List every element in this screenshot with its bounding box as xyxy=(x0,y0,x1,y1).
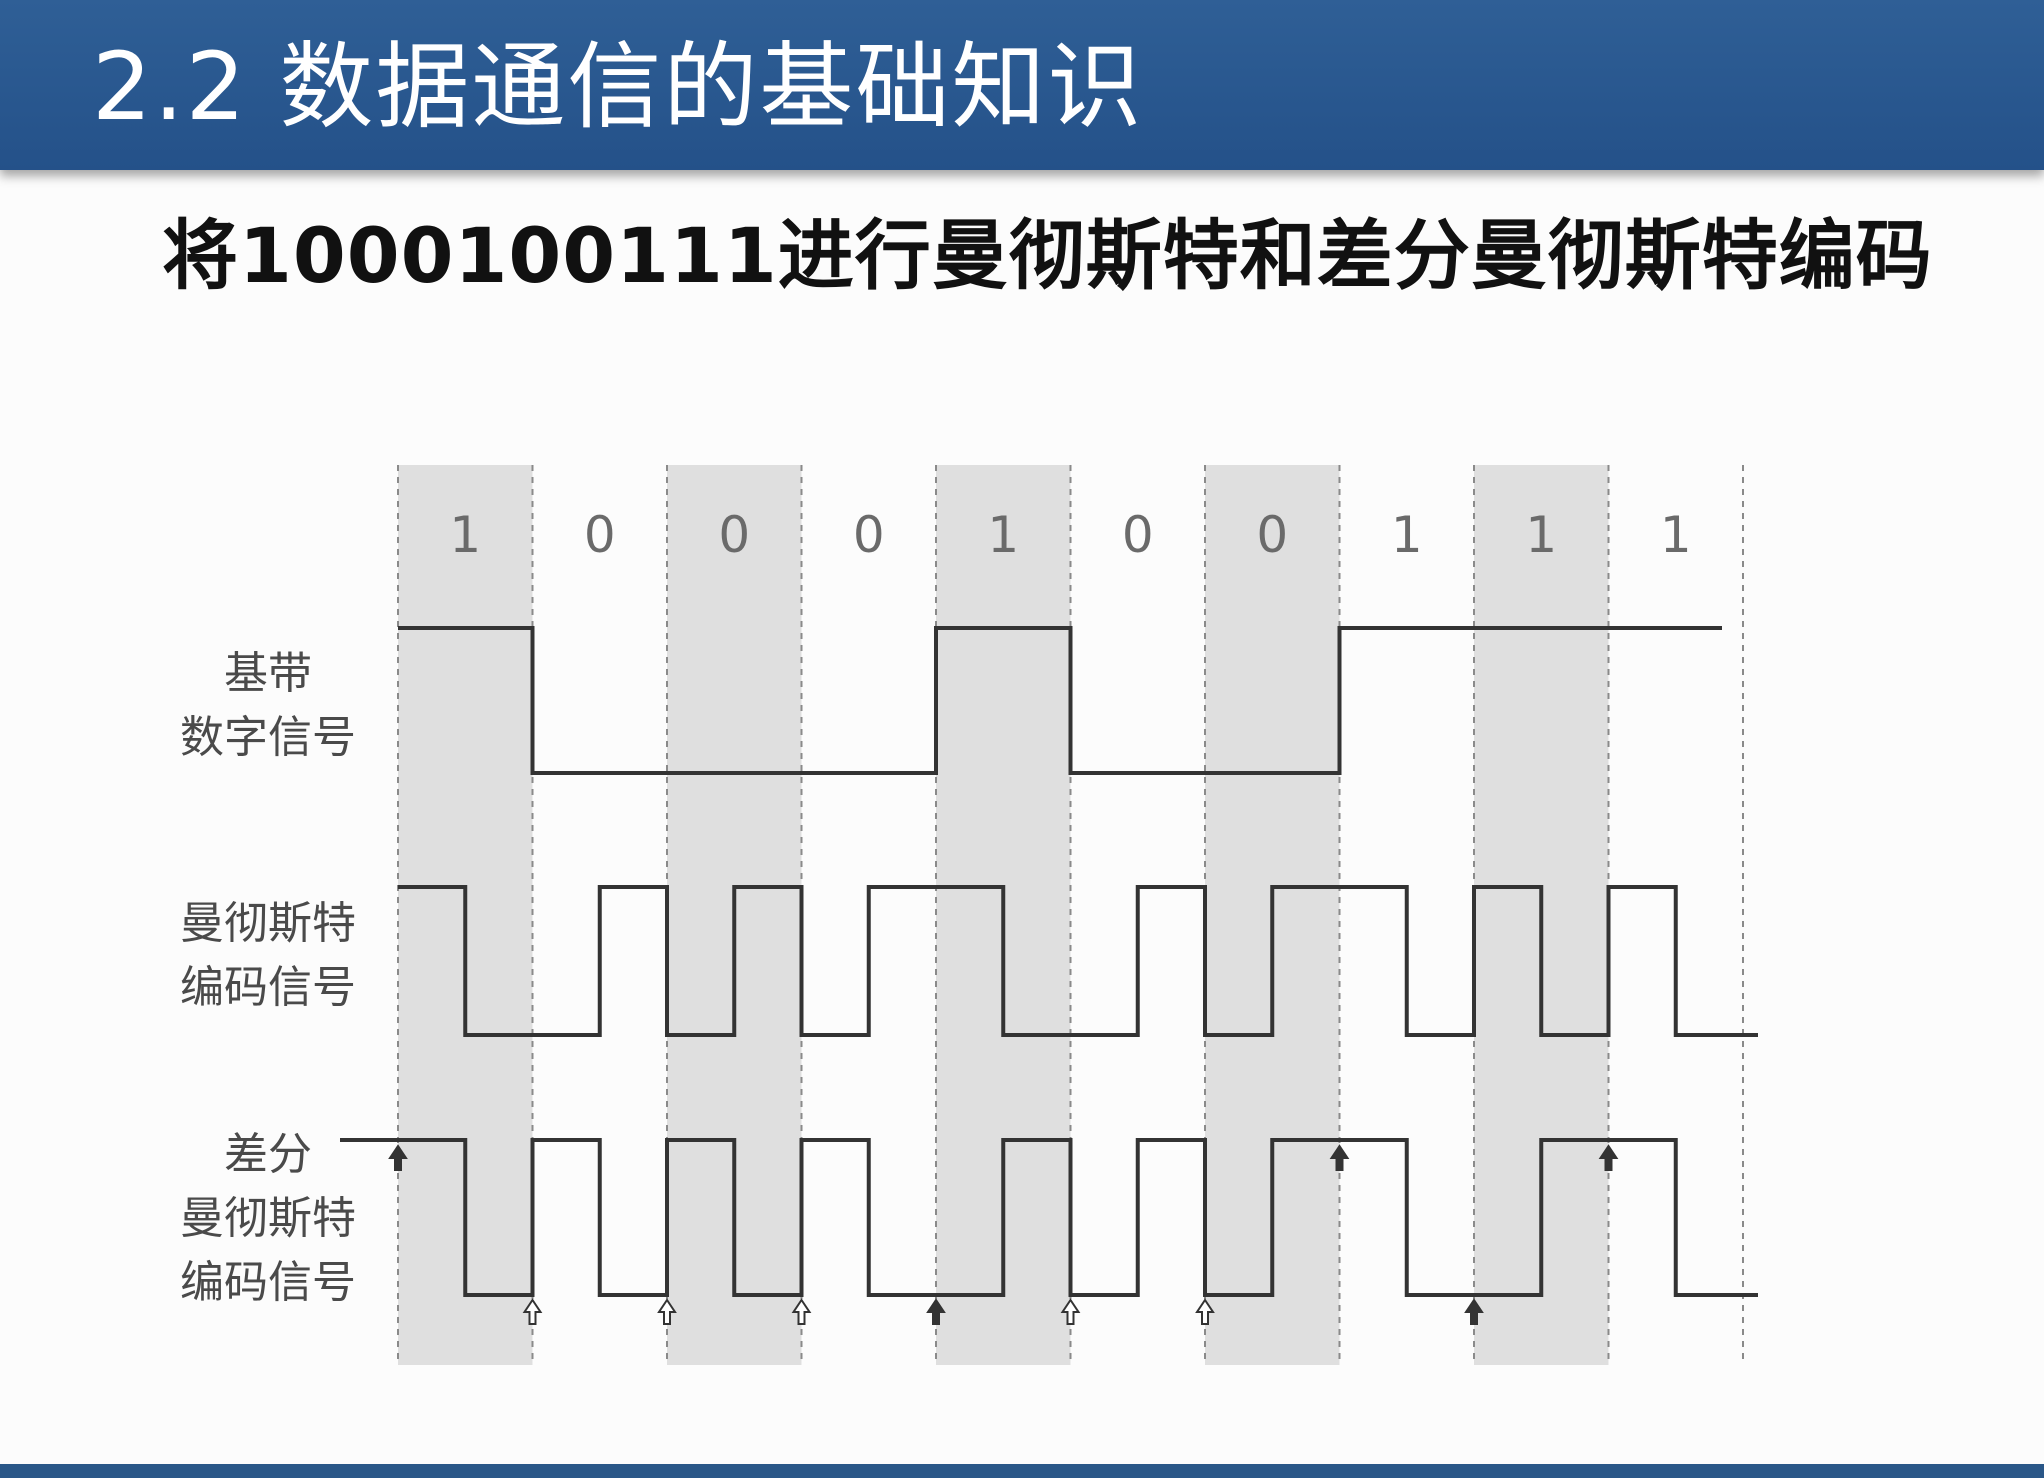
row-label-baseband-0: 基带 xyxy=(224,648,312,699)
row-label-baseband-1: 数字信号 xyxy=(180,712,356,763)
differential-manchester-signal xyxy=(340,1138,1758,1297)
bit-label-9: 1 xyxy=(1660,506,1692,564)
diff-arrow-top-0 xyxy=(388,1144,408,1171)
bit-label-8: 1 xyxy=(1525,506,1557,564)
bit-label-6: 0 xyxy=(1256,506,1288,564)
diff-arrow-bottom-filled-8 xyxy=(1464,1298,1484,1325)
header-bar: 2.2 数据通信的基础知识 xyxy=(0,0,2044,170)
bit-label-7: 1 xyxy=(1391,506,1423,564)
manchester-signal xyxy=(398,885,1758,1037)
diff-arrow-top-9 xyxy=(1598,1144,1619,1171)
bit-label-3: 0 xyxy=(853,506,885,564)
baseband-signal xyxy=(398,626,1722,775)
slide-title: 2.2 数据通信的基础知识 xyxy=(92,33,1144,142)
bit-label-5: 0 xyxy=(1122,506,1154,564)
footer-rule xyxy=(0,1464,2044,1478)
row-label-manchester-0: 曼彻斯特 xyxy=(180,898,356,949)
diff-arrow-bottom-hollow-2 xyxy=(657,1298,677,1325)
diff-arrow-bottom-filled-4 xyxy=(926,1298,946,1325)
bit-label-1: 0 xyxy=(584,506,616,564)
diff-arrow-bottom-hollow-5 xyxy=(1060,1298,1081,1325)
diff-arrow-bottom-hollow-3 xyxy=(791,1298,812,1325)
row-label-diff-manchester-2: 编码信号 xyxy=(180,1257,356,1308)
row-label-manchester-1: 编码信号 xyxy=(180,962,356,1013)
diff-arrow-bottom-hollow-6 xyxy=(1195,1298,1215,1325)
row-label-diff-manchester-0: 差分 xyxy=(224,1129,312,1180)
row-label-diff-manchester-1: 曼彻斯特 xyxy=(180,1193,356,1244)
diff-arrow-bottom-hollow-1 xyxy=(522,1298,543,1325)
bit-label-4: 1 xyxy=(987,506,1019,564)
diff-arrow-top-7 xyxy=(1329,1144,1350,1171)
bit-label-2: 0 xyxy=(718,506,750,564)
bit-label-0: 1 xyxy=(449,506,481,564)
slide-subtitle: 将1000100111进行曼彻斯特和差分曼彻斯特编码 xyxy=(162,211,1933,300)
